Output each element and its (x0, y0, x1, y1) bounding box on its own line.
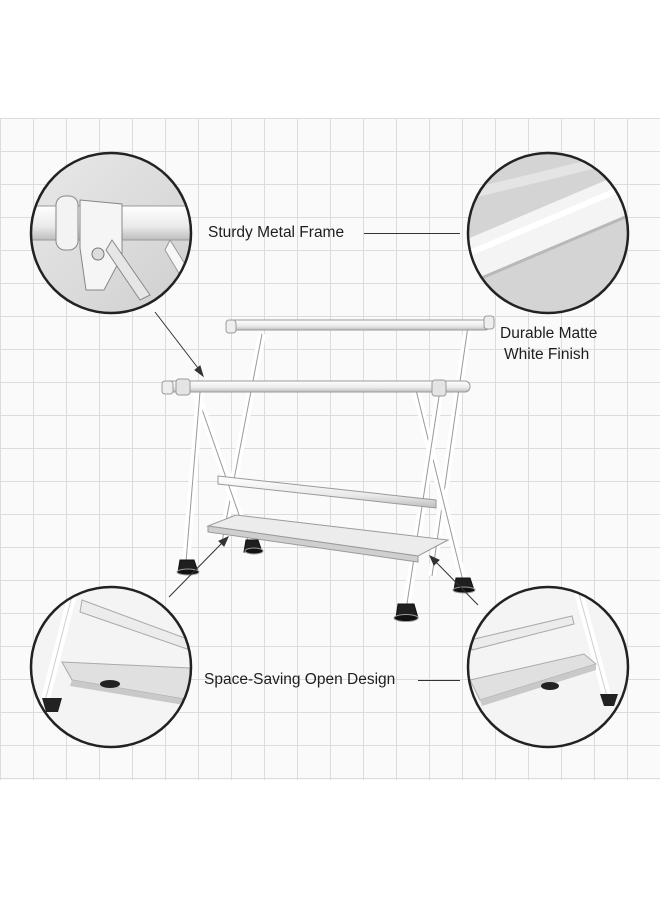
callout-arrows (154, 311, 479, 606)
callout-durable-finish-2: White Finish (504, 346, 590, 363)
shelf-closeup-left (31, 587, 191, 747)
callout-line-frame (364, 233, 460, 234)
shelf-closeup-right (468, 587, 628, 747)
callout-sturdy-metal-frame: Sturdy Metal Frame (208, 224, 345, 241)
frame-joint-closeup (31, 153, 191, 313)
callout-space-saving-design: Space-Saving Open Design (204, 671, 396, 688)
matte-finish-closeup (468, 153, 628, 313)
clothes-rack (161, 315, 495, 622)
callout-durable-finish-1: Durable Matte (500, 325, 598, 342)
callout-line-design (418, 680, 460, 681)
